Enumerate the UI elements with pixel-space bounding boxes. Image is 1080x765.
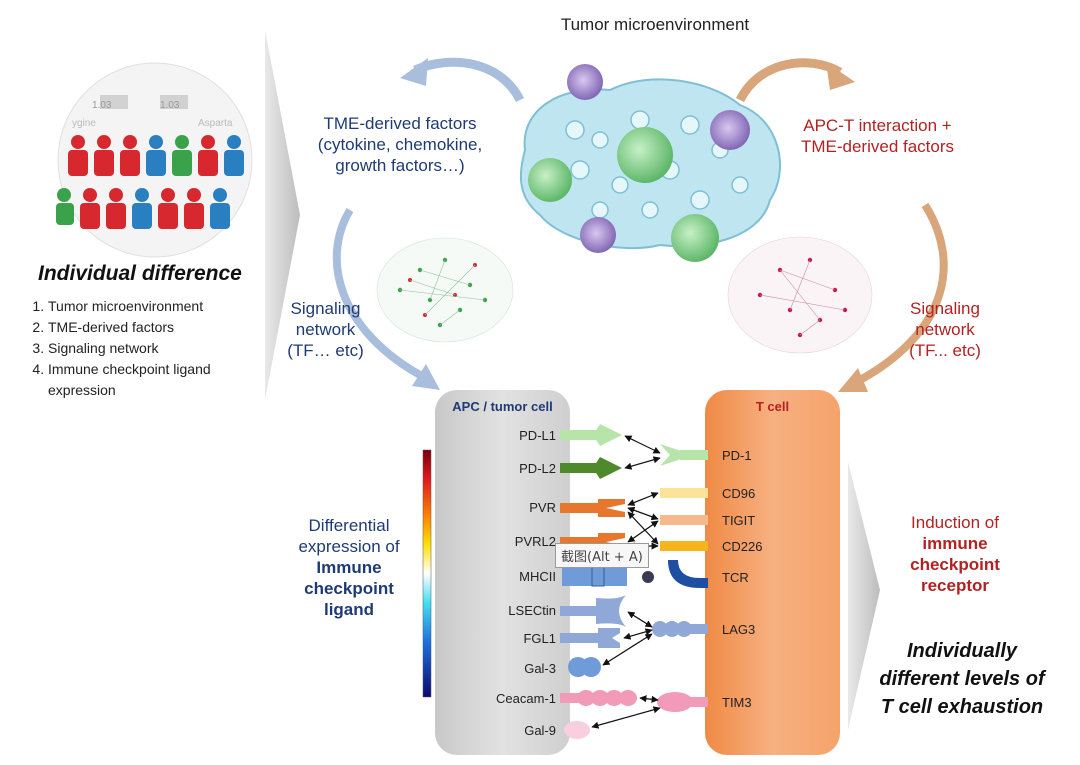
chevron-arrow-right [848,462,880,730]
ligand-label: MHCII [519,569,556,584]
apc-t-interaction-label: APC-T interaction + TME-derived factors [800,116,955,156]
conclusion-line-1: Individually [906,640,1018,662]
t-cell-body [705,390,840,755]
ligand-label: Gal-3 [524,661,556,676]
ligand-label: PD-L2 [519,461,556,476]
conclusion-line-2: different levels of [879,668,1045,690]
expression-heat-scale [422,449,432,698]
signaling-network-left-label: Signaling network (TF… etc) [287,299,364,360]
curved-arrow-to-tcell [858,202,948,384]
receptor-label: LAG3 [722,622,756,637]
ligand-label: PVR [529,500,556,515]
receptor-label: PD-1 [722,448,752,463]
population-circle [56,62,253,258]
curved-arrow-tme-left [413,57,525,103]
receptor-label: CD226 [722,539,763,554]
differential-line-3: Immune [316,558,382,577]
faded-badge-b: 1.03 [160,100,180,111]
induction-label: Induction of immune checkpoint receptor [880,512,1030,596]
receptor-label: TIGIT [722,513,756,528]
differential-line-1: Differential [308,516,390,535]
ligand-label: Gal-9 [524,723,556,738]
differential-expression-label: Differential expression of Immune checkp… [290,515,408,620]
induction-line-1: Induction of [911,513,999,532]
individual-difference-list: Tumor microenvironment TME-derived facto… [12,296,270,401]
apc-tumor-cell-body [435,390,570,755]
differential-line-2: expression of [298,537,400,556]
t-cell-title: T cell [755,399,790,414]
receptor-label: TIM3 [722,695,752,710]
receptor-label: TCR [722,570,749,585]
receptor-shapes [652,444,708,712]
signaling-network-right-label: Signaling network (TF... etc) [909,299,981,360]
list-item: Tumor microenvironment [48,296,270,317]
ligand-label: LSECtin [508,603,556,618]
tumor-microenvironment-label: Tumor microenvironment [560,15,750,34]
list-item: Immune checkpoint ligand expression [48,359,270,401]
curved-arrow-tme-right [735,58,843,103]
conclusion-line-3: T cell exhaustion [880,696,1044,718]
induction-line-2: immune [922,534,988,553]
differential-line-4: checkpoint [304,579,394,598]
chevron-arrow-left [265,30,300,400]
induction-line-4: receptor [920,576,990,595]
differential-line-5: ligand [323,600,375,619]
tumor-microenvironment-illustration [519,64,781,262]
ligand-label: FGL1 [523,631,556,646]
apc-cell-title: APC / tumor cell [452,399,553,414]
screenshot-tooltip: 截图(Alt + A) [555,543,649,568]
ligand-label: Ceacam-1 [496,691,556,706]
induction-line-3: checkpoint [910,555,1000,574]
ligand-label: PD-L1 [519,428,556,443]
ligand-shapes [560,424,654,739]
ligand-label: PVRL2 [514,534,556,549]
individual-difference-title: Individual difference [38,262,242,285]
list-item: TME-derived factors [48,317,270,338]
signaling-network-left [376,237,514,343]
tme-derived-factors-label: TME-derived factors (cytokine, chemokine… [317,114,483,175]
signaling-network-right [727,236,873,354]
faded-text-a: ygine [72,118,96,129]
faded-badge-a: 1.03 [92,100,112,111]
receptor-label: CD96 [722,486,756,501]
list-item: Signaling network [48,338,270,359]
faded-text-b: Asparta [198,118,233,129]
curved-arrow-to-apc [332,207,422,379]
conclusion-label: Individually different levels of T cell … [862,637,1062,721]
